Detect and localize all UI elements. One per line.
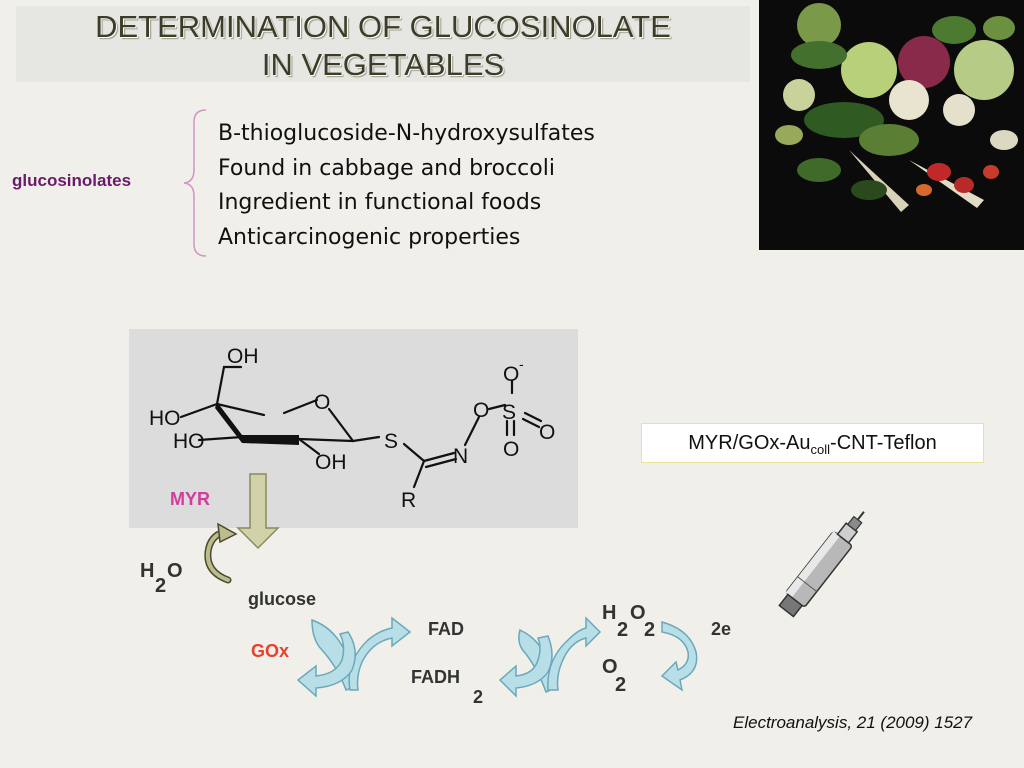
- water-o: O: [167, 560, 183, 582]
- water-subscript: 2: [155, 575, 167, 597]
- oxygen-subscript: 2: [615, 674, 627, 696]
- vegetables-photo: [759, 0, 1024, 250]
- peroxide-subscript-1: 2: [617, 619, 629, 641]
- myr-enzyme-label: MYR: [170, 489, 210, 509]
- electrode-subscript: coll: [810, 442, 831, 457]
- atom-label: O: [473, 399, 489, 422]
- curly-brace-icon: [183, 109, 207, 257]
- fadh2-subscript: 2: [473, 687, 484, 707]
- atom-label: O: [539, 421, 555, 444]
- charge-label: -: [519, 356, 524, 372]
- glucosinolate-facts: B-thioglucoside-N-hydroxysulfates Found …: [218, 117, 595, 255]
- cycle-arrow-icon: [547, 616, 602, 691]
- title-line-2: IN VEGETABLES: [261, 47, 505, 82]
- title-line-1: DETERMINATION OF GLUCOSINOLATE: [95, 9, 671, 44]
- slide-title: DETERMINATION OF GLUCOSINOLATE IN VEGETA…: [16, 8, 750, 84]
- citation: Electroanalysis, 21 (2009) 1527: [733, 713, 973, 732]
- glucosinolate-structure-panel: OH HO HO OH O S N R O S O - O O: [129, 329, 578, 528]
- fact-item: Anticarcinogenic properties: [218, 224, 521, 250]
- peroxide-h: H: [602, 602, 617, 624]
- glucosinolate-structure: OH HO HO OH O S N R O S O - O O: [149, 345, 555, 512]
- atom-label: R: [401, 489, 416, 512]
- peroxide-subscript-2: 2: [644, 619, 656, 641]
- atom-label: OH: [227, 345, 259, 368]
- fact-item: B-thioglucoside-N-hydroxysulfates: [218, 121, 595, 146]
- fadh2-label: FADH: [411, 667, 460, 687]
- oxygen-o: O: [602, 656, 618, 678]
- cycle-arrow-icon: [498, 635, 553, 698]
- glucosinolates-label: glucosinolates: [12, 171, 132, 190]
- atom-label: O: [503, 363, 519, 386]
- atom-label: O: [503, 438, 519, 461]
- cycle-arrow-icon: [296, 631, 356, 698]
- atom-label: N: [453, 445, 468, 468]
- peroxide-o: O: [630, 602, 646, 624]
- title-band: [16, 6, 750, 82]
- electrode-prefix: MYR/GOx-Au: [688, 432, 811, 454]
- curved-arrow-icon: [205, 530, 230, 582]
- fact-item: Found in cabbage and broccoli: [218, 155, 555, 181]
- atom-label: O: [314, 391, 330, 414]
- electrode-icon: [778, 511, 865, 618]
- glucose-label: glucose: [248, 589, 317, 609]
- electrons-label: 2e: [711, 619, 732, 639]
- fact-item: Ingredient in functional foods: [218, 190, 542, 215]
- electrode-suffix: -CNT-Teflon: [830, 432, 937, 454]
- cycle-arrow-icon: [660, 621, 698, 692]
- atom-label: HO: [149, 407, 181, 430]
- water-h: H: [140, 560, 155, 582]
- cycle-arrow-icon: [348, 616, 412, 691]
- down-arrow-icon: [236, 473, 280, 550]
- atom-label: S: [502, 401, 516, 424]
- fad-label: FAD: [428, 619, 464, 639]
- atom-label: OH: [315, 451, 347, 474]
- electrode-composition-box: MYR/GOx-Aucoll-CNT-Teflon: [641, 423, 984, 463]
- atom-label: HO: [173, 430, 205, 453]
- gox-enzyme-label: GOx: [251, 641, 290, 661]
- atom-label: S: [384, 430, 398, 453]
